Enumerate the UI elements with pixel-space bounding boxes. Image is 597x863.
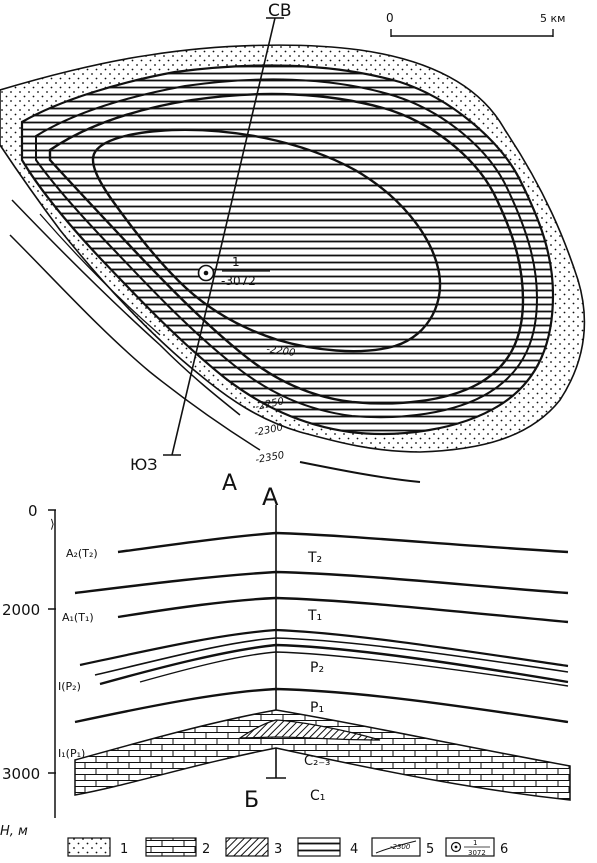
reef-hatched-body <box>237 719 381 741</box>
legend-well-depth: 3072 <box>468 849 486 857</box>
horizon-label-i1-p1: I₁(P₁) <box>58 747 85 760</box>
depth-axis-label: H, м <box>0 824 28 839</box>
horizon-p1 <box>74 687 569 724</box>
horizon-label-a2: A₂(T₂) <box>66 547 98 560</box>
horizon-a2 <box>117 531 569 554</box>
map-contour-2200 <box>91 128 442 353</box>
well-depth: -3072 <box>221 274 256 288</box>
stratum-p1: P₁ <box>310 700 324 716</box>
legend-swatch-isoline <box>371 837 421 857</box>
map-contour-outer-left <box>39 213 161 336</box>
well-number: 1 <box>232 255 240 269</box>
horizon-a1 <box>117 596 569 624</box>
scale-end-label: 5 км <box>540 12 565 25</box>
legend-swatch-brick <box>145 837 197 857</box>
legend-swatch-dots <box>67 837 111 857</box>
isoline-label-2300: -2300 <box>253 422 284 439</box>
legend-num-1: 1 <box>120 842 128 857</box>
direction-ne-label: СВ <box>268 1 292 21</box>
stratum-t2: T₂ <box>307 550 322 566</box>
depth-tick-2000: 2000 <box>2 601 40 619</box>
legend <box>67 837 495 857</box>
legend-well-number: 1 <box>473 839 477 847</box>
horizon-p2-base <box>139 651 569 687</box>
direction-sw-label: ЮЗ <box>130 455 158 474</box>
section-panel-label: Б <box>244 788 259 813</box>
legend-num-3: 3 <box>274 842 282 857</box>
stratum-p2: P₂ <box>310 660 324 676</box>
legend-num-4: 4 <box>350 842 358 857</box>
depth-tick-3000: 3000 <box>2 765 40 783</box>
map-contour-outer-right <box>299 461 421 483</box>
map-lined-zone <box>20 64 555 435</box>
stratum-c2-3: C₂₋₃ <box>304 754 330 769</box>
isoline-label-2350: -2350 <box>255 450 286 466</box>
legend-num-2: 2 <box>202 842 210 857</box>
depth-tick-0: 0 <box>28 502 38 520</box>
legend-num-5: 5 <box>426 842 434 857</box>
map-contour-band-1 <box>35 78 539 419</box>
section-point-label: А <box>262 483 279 511</box>
map-contour-2350 <box>9 234 261 451</box>
horizon-label-a1: A₁(T₁) <box>62 611 94 624</box>
horizon-label-i-p2: I(P₂) <box>58 680 81 693</box>
profile-line <box>171 17 276 456</box>
carbonate-layer <box>74 709 571 801</box>
map-panel-label: А <box>222 471 237 496</box>
legend-num-6: 6 <box>500 842 508 857</box>
isoline-label-2200: -2200 <box>266 344 296 359</box>
stratum-t1: T₁ <box>307 608 322 624</box>
legend-swatch-lines <box>297 837 341 857</box>
horizon-t1-top <box>74 570 569 595</box>
structure-map <box>0 17 586 483</box>
scale-bar <box>390 29 554 37</box>
map-contour-2300 <box>11 199 241 416</box>
stratum-c1: C₁ <box>310 788 325 804</box>
well-symbol <box>197 264 270 282</box>
legend-swatch-hatch <box>225 837 269 857</box>
cross-section <box>48 505 571 818</box>
legend-isoline-sample: -2300 <box>390 843 411 851</box>
horizon-p2-top <box>79 628 569 668</box>
map-contour-2250 <box>48 92 525 405</box>
horizon-i-p2 <box>99 643 569 686</box>
depth-axis-break: ⟩ <box>50 517 55 531</box>
horizon-p2-lens-1 <box>94 637 569 676</box>
scale-start-label: 0 <box>386 11 394 25</box>
